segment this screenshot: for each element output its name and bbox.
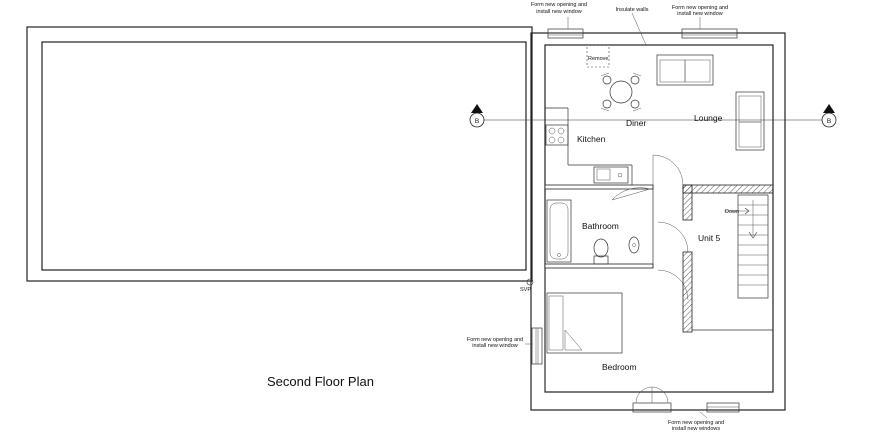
section-label-right: B [827, 118, 831, 125]
note-window-bottom-2: install new windows [672, 426, 721, 432]
note-window-top-left-1: Form new opening and [531, 2, 587, 8]
note-remove: Remove [588, 56, 608, 62]
svp-icon [526, 278, 534, 286]
note-window-top-right-1: Form new opening and [672, 5, 728, 11]
plan-title: Second Floor Plan [267, 374, 374, 389]
window-bottom-right [706, 402, 740, 413]
bath-icon [546, 199, 572, 263]
note-window-top-left-2: install new window [536, 9, 582, 15]
remove-box [586, 44, 610, 68]
window-top-right [681, 28, 738, 39]
toilet-icon [593, 238, 609, 265]
room-label-kitchen: Kitchen [577, 134, 606, 144]
dining-table-icon [600, 72, 642, 112]
section-mark-left: B [469, 104, 485, 128]
note-window-side-1: Form new opening and [467, 337, 523, 343]
void-area [26, 26, 533, 282]
room-label-bathroom: Bathroom [582, 221, 619, 231]
sink-icon [593, 166, 629, 184]
window-top-left [547, 28, 584, 39]
note-window-side-2: install new window [472, 343, 518, 349]
section-mark-right: B [821, 104, 837, 128]
kitchen-door [652, 154, 684, 186]
room-label-lounge: Lounge [694, 113, 723, 123]
window-side [531, 327, 543, 365]
basin-icon [628, 236, 640, 254]
hob-icon [545, 124, 569, 146]
sofa-right-icon [735, 91, 765, 151]
sofa-top-icon [656, 54, 714, 86]
outer-walls [530, 32, 786, 411]
stair-enclosure [682, 184, 774, 333]
room-label-unit: Unit 5 [698, 233, 720, 243]
window-bottom-doors [632, 386, 672, 413]
section-label-left: B [475, 118, 479, 125]
note-window-bottom-1: Form new opening and [668, 420, 724, 426]
note-window-top-right-2: install new window [677, 11, 723, 17]
note-insulate: Insulate walls [615, 7, 648, 13]
bed-icon [546, 292, 623, 354]
stairs-icon [737, 194, 769, 299]
room-label-bedroom: Bedroom [602, 362, 637, 372]
bathroom-door [611, 187, 651, 201]
note-svp: SVP [520, 287, 531, 293]
note-down: Down [725, 209, 739, 215]
stair-arrow [724, 207, 750, 215]
note-leaders [525, 12, 708, 419]
room-label-diner: Diner [626, 118, 646, 128]
